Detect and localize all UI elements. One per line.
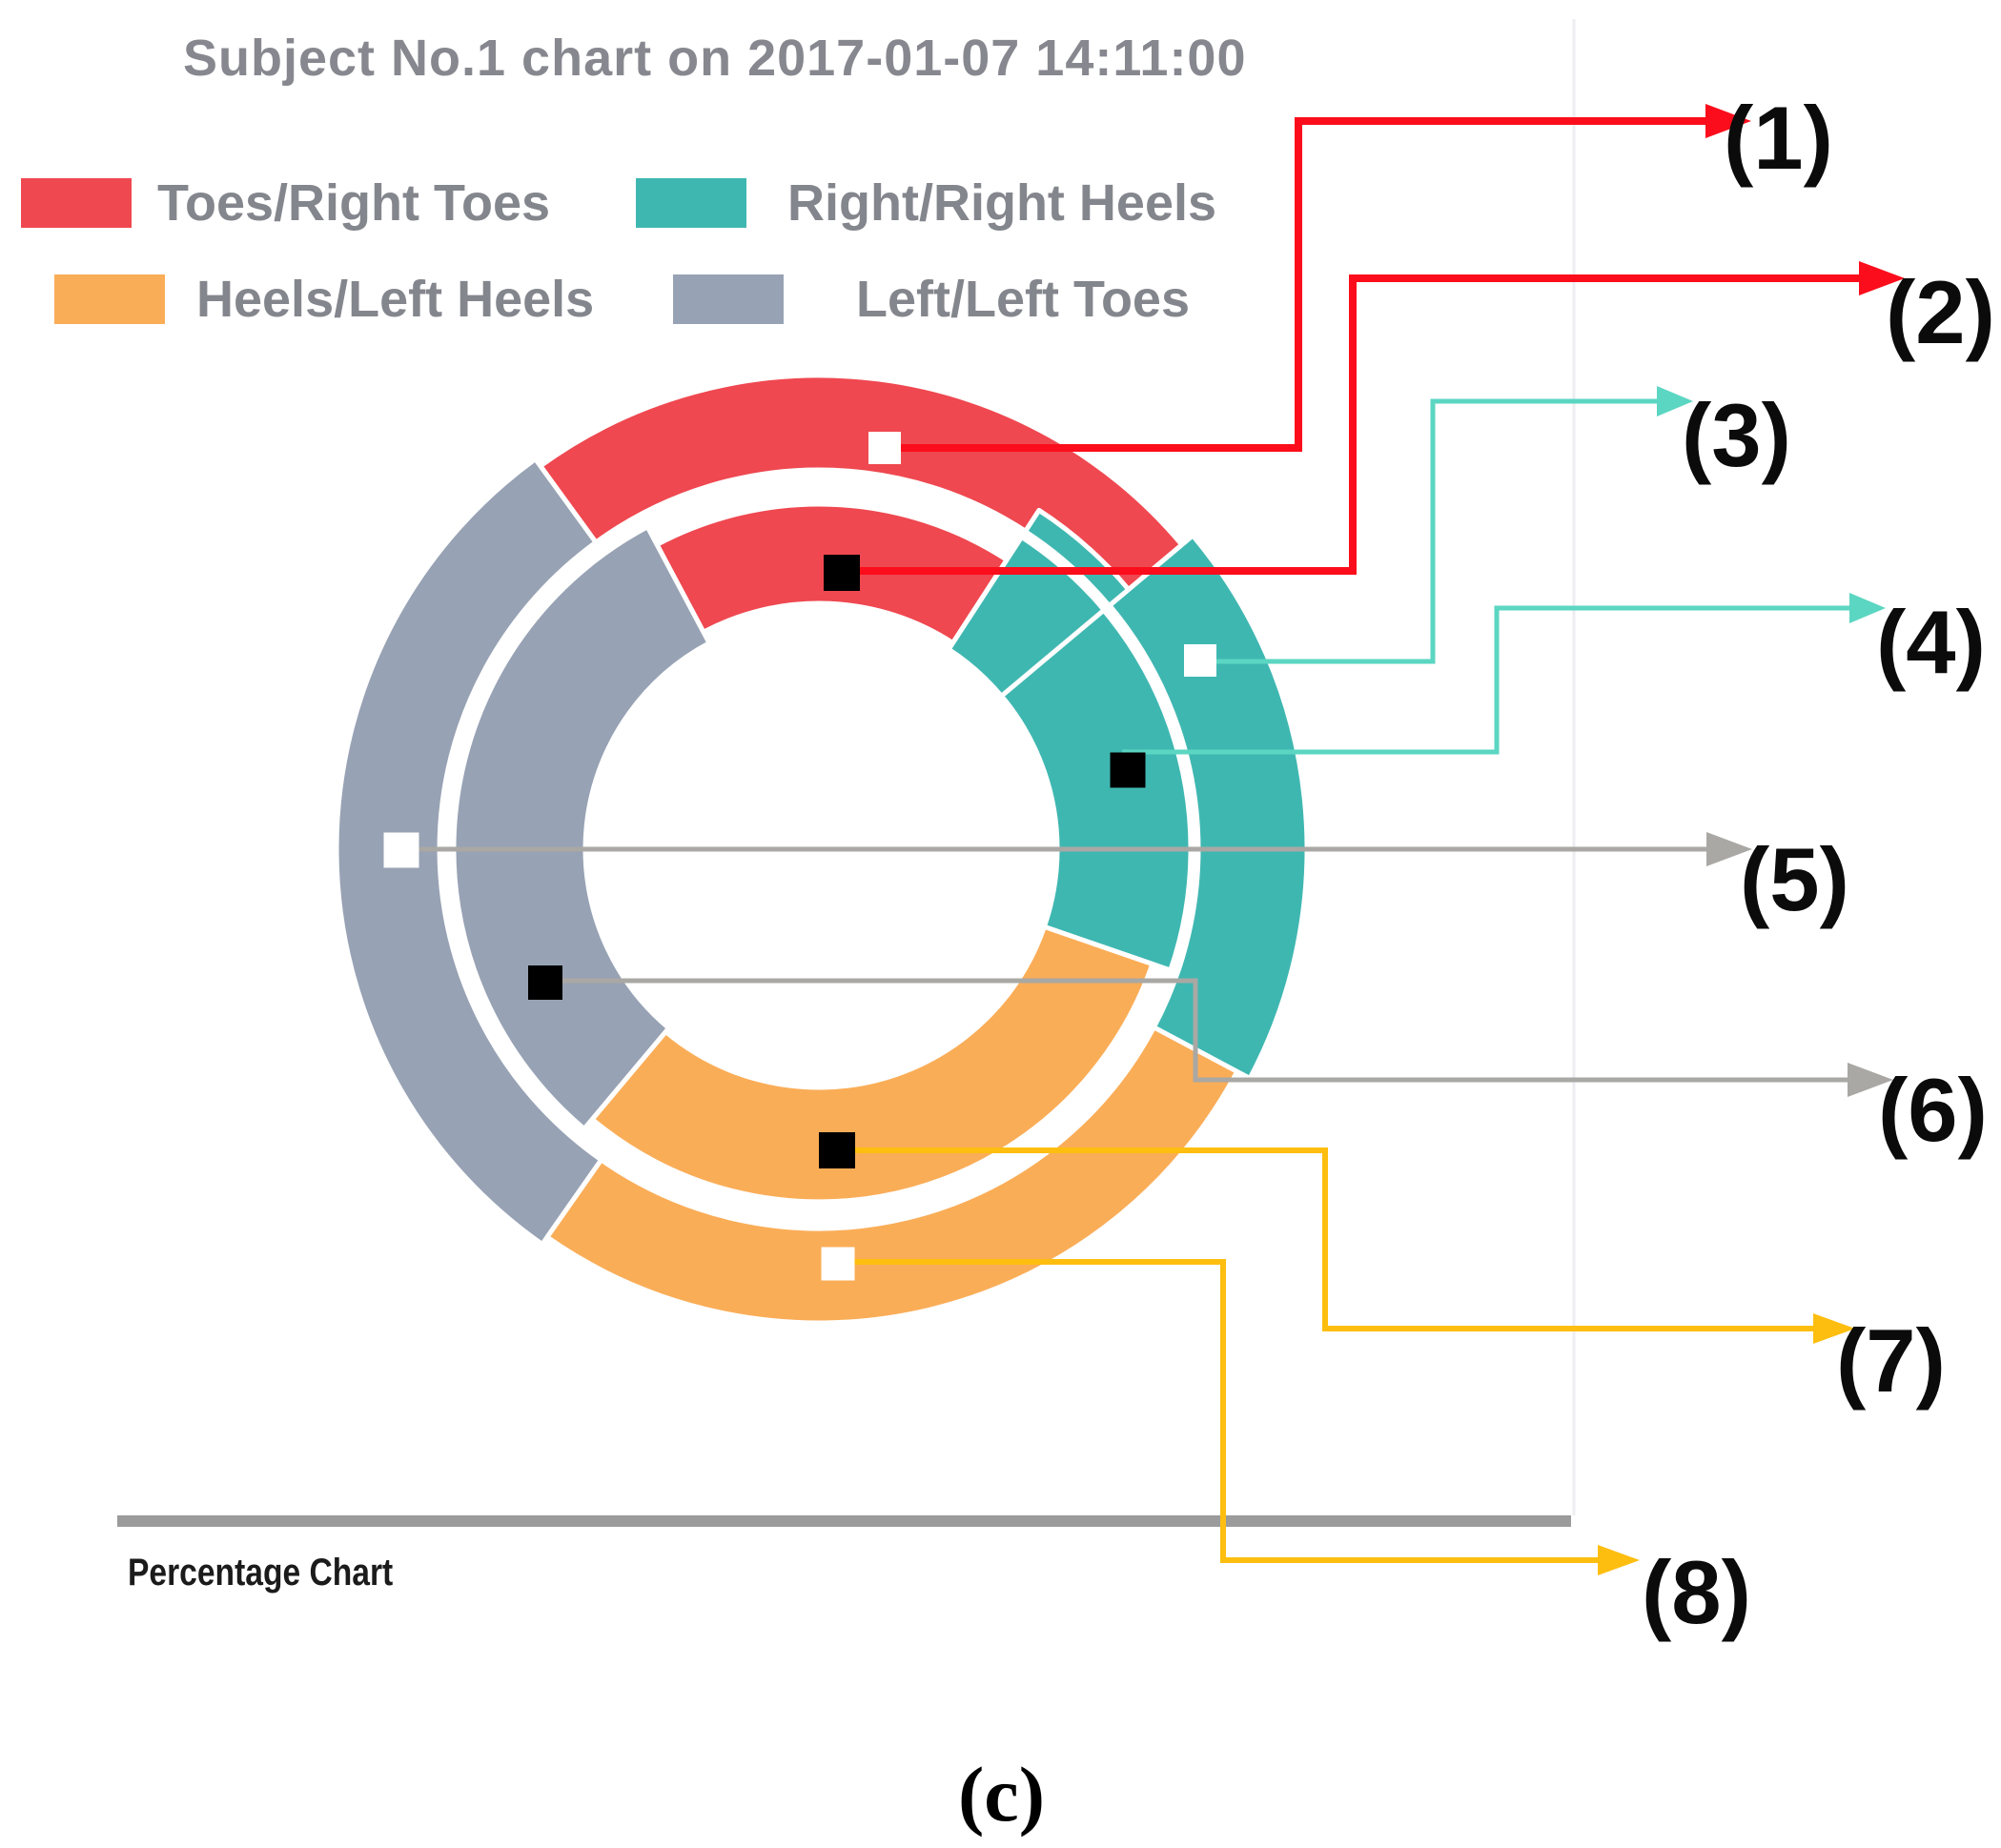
chart-divider-line: [117, 1515, 1571, 1527]
annotation-label-8: (8): [1642, 1542, 1751, 1642]
annotation-line-1: [885, 117, 1705, 452]
white-square-marker-outer: [1184, 644, 1216, 677]
inner-ring-segment-heels-left-heels: [589, 924, 1155, 1205]
legend-item-heels-left-heels: Heels/Left Heels: [54, 271, 594, 328]
annotation-label-6: (6): [1878, 1060, 1988, 1160]
annotation-label-7: (7): [1836, 1310, 1946, 1411]
annotation-arrowhead-icon-4: [1849, 593, 1886, 623]
annotation-arrowhead-icon-1: [1705, 104, 1751, 138]
outer-ring-segment-toes-right-toes: [538, 373, 1185, 608]
chart-title: Subject No.1 chart on 2017-01-07 14:11:0…: [183, 30, 1247, 87]
white-square-marker-outer: [868, 432, 901, 464]
annotation-arrowhead-icon-8: [1598, 1545, 1640, 1575]
legend-label: Right/Right Heels: [787, 174, 1217, 232]
annotation-line-6: [545, 978, 1848, 1083]
annotation-line-8: [838, 1259, 1598, 1563]
black-square-marker-inner: [819, 1132, 855, 1168]
legend-swatch-red-icon: [21, 178, 132, 228]
legend-item-left-left-toes: Left/Left Toes: [673, 271, 1190, 328]
outer-ring-segment-left-left-toes: [334, 457, 604, 1247]
white-square-marker-outer: [821, 1247, 855, 1281]
annotation-arrowhead-icon-5: [1706, 832, 1752, 866]
figure-caption: (c): [958, 1751, 1046, 1838]
annotation-line-3: [1200, 398, 1657, 664]
annotation-label-4: (4): [1876, 592, 1986, 692]
annotation-arrowhead-icon-3: [1657, 386, 1693, 416]
black-square-marker-inner: [1110, 752, 1146, 788]
annotation-line-4: [1122, 605, 1849, 755]
legend-swatch-orange-icon: [54, 274, 165, 324]
black-square-marker-inner: [824, 555, 860, 591]
annotation-arrowhead-icon-6: [1848, 1063, 1893, 1097]
inner-ring-segment-left-left-toes: [451, 524, 712, 1131]
annotation-arrowhead-icon-2: [1859, 261, 1905, 295]
legend-label: Left/Left Toes: [856, 271, 1190, 328]
legend-swatch-teal-icon: [636, 178, 746, 228]
annotation-label-3: (3): [1682, 385, 1791, 485]
inner-teal-flare: [946, 507, 1132, 699]
black-square-marker-inner: [528, 965, 562, 1000]
percentage-chart-label: Percentage Chart: [128, 1552, 394, 1594]
legend-item-right-right-heels: Right/Right Heels: [636, 174, 1216, 232]
annotation-line-7: [837, 1147, 1813, 1331]
annotation-line-2: [842, 274, 1859, 575]
white-square-marker-outer: [383, 832, 419, 868]
annotation-arrowhead-icon-7: [1813, 1313, 1855, 1344]
legend-item-toes-right-toes: Toes/Right Toes: [21, 174, 550, 232]
legend-label: Heels/Left Heels: [196, 271, 595, 328]
legend-label: Toes/Right Toes: [157, 174, 551, 232]
annotation-label-5: (5): [1740, 829, 1849, 929]
outer-ring-segment-heels-left-heels: [544, 1025, 1240, 1326]
annotation-label-2: (2): [1886, 262, 1995, 362]
legend-swatch-gray-icon: [673, 274, 784, 324]
annotation-label-1: (1): [1724, 88, 1833, 188]
